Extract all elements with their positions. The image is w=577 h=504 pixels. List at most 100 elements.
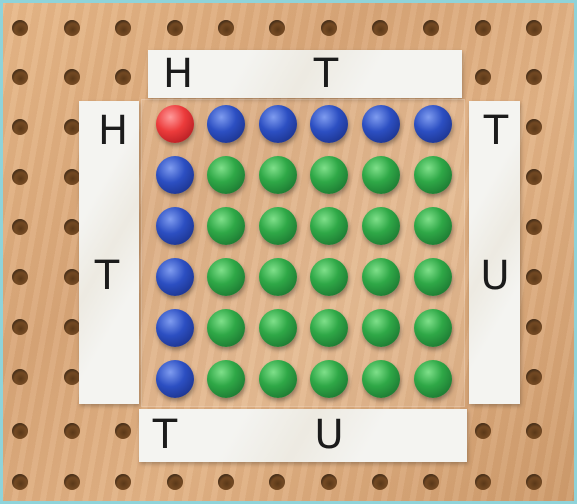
pegboard-hole xyxy=(12,269,28,285)
pegboard-hole xyxy=(12,69,28,85)
top-label-1: H xyxy=(163,54,193,94)
bottom-label-1: T xyxy=(153,415,177,455)
blue-peg[interactable] xyxy=(156,207,194,245)
green-peg[interactable] xyxy=(259,156,297,194)
pegboard-hole xyxy=(526,69,542,85)
pegboard-hole xyxy=(372,474,388,490)
pegboard-hole xyxy=(423,474,439,490)
pegboard-hole xyxy=(115,20,131,36)
green-peg[interactable] xyxy=(414,258,452,296)
green-peg[interactable] xyxy=(362,156,400,194)
top-label-2: T xyxy=(314,54,338,94)
pegboard-hole xyxy=(526,319,542,335)
pegboard-hole xyxy=(12,423,28,439)
green-peg[interactable] xyxy=(310,207,348,245)
green-peg[interactable] xyxy=(259,258,297,296)
left-label-2: T xyxy=(95,256,119,296)
blue-peg[interactable] xyxy=(414,105,452,143)
green-peg[interactable] xyxy=(414,207,452,245)
green-peg[interactable] xyxy=(259,309,297,347)
green-peg[interactable] xyxy=(310,258,348,296)
green-peg[interactable] xyxy=(362,207,400,245)
green-peg[interactable] xyxy=(414,156,452,194)
green-peg[interactable] xyxy=(362,309,400,347)
pegboard-hole xyxy=(321,20,337,36)
blue-peg[interactable] xyxy=(310,105,348,143)
red-peg[interactable] xyxy=(156,105,194,143)
blue-peg[interactable] xyxy=(156,258,194,296)
pegboard-hole xyxy=(12,119,28,135)
blue-peg[interactable] xyxy=(156,360,194,398)
pegboard-hole xyxy=(64,423,80,439)
pegboard-hole xyxy=(372,20,388,36)
green-peg[interactable] xyxy=(207,360,245,398)
green-peg[interactable] xyxy=(259,360,297,398)
pegboard-hole xyxy=(526,423,542,439)
blue-peg[interactable] xyxy=(259,105,297,143)
pegboard-hole xyxy=(12,20,28,36)
green-peg[interactable] xyxy=(414,360,452,398)
pegboard-hole xyxy=(526,269,542,285)
pegboard-hole xyxy=(526,219,542,235)
green-peg[interactable] xyxy=(310,360,348,398)
pegboard-hole xyxy=(115,474,131,490)
pegboard-hole xyxy=(526,474,542,490)
top-label-card: H T xyxy=(148,50,462,98)
pegboard-hole xyxy=(115,423,131,439)
pegboard-hole xyxy=(423,20,439,36)
green-peg[interactable] xyxy=(259,207,297,245)
pegboard-hole xyxy=(64,319,80,335)
right-label-card: T U xyxy=(469,101,520,404)
pegboard-hole xyxy=(12,319,28,335)
pegboard-hole xyxy=(12,169,28,185)
pegboard-hole xyxy=(269,20,285,36)
peg-tray xyxy=(142,100,464,406)
pegboard-hole xyxy=(526,369,542,385)
right-label-1: T xyxy=(484,111,508,151)
pegboard-hole xyxy=(526,119,542,135)
pegboard-hole xyxy=(475,474,491,490)
pegboard-hole xyxy=(167,20,183,36)
blue-peg[interactable] xyxy=(207,105,245,143)
pegboard-hole xyxy=(526,20,542,36)
pegboard-hole xyxy=(269,474,285,490)
pegboard-hole xyxy=(12,369,28,385)
bottom-label-card: T U xyxy=(139,409,467,462)
pegboard-hole xyxy=(115,69,131,85)
green-peg[interactable] xyxy=(207,309,245,347)
pegboard-hole xyxy=(12,474,28,490)
pegboard-hole xyxy=(475,69,491,85)
pegboard-hole xyxy=(12,219,28,235)
blue-peg[interactable] xyxy=(362,105,400,143)
pegboard-hole xyxy=(64,119,80,135)
green-peg[interactable] xyxy=(362,258,400,296)
pegboard-hole xyxy=(64,169,80,185)
green-peg[interactable] xyxy=(310,309,348,347)
pegboard-hole xyxy=(64,269,80,285)
green-peg[interactable] xyxy=(207,207,245,245)
blue-peg[interactable] xyxy=(156,309,194,347)
green-peg[interactable] xyxy=(414,309,452,347)
pegboard-hole xyxy=(64,474,80,490)
pegboard-hole xyxy=(218,20,234,36)
right-label-2: U xyxy=(480,256,509,296)
pegboard-hole xyxy=(64,69,80,85)
pegboard-hole xyxy=(64,20,80,36)
pegboard-hole xyxy=(64,219,80,235)
pegboard-hole xyxy=(321,474,337,490)
left-label-1: H xyxy=(98,111,128,151)
green-peg[interactable] xyxy=(362,360,400,398)
blue-peg[interactable] xyxy=(156,156,194,194)
pegboard-hole xyxy=(64,369,80,385)
pegboard-hole xyxy=(218,474,234,490)
pegboard-hole xyxy=(167,474,183,490)
pegboard-hole xyxy=(526,169,542,185)
green-peg[interactable] xyxy=(207,258,245,296)
bottom-label-2: U xyxy=(314,415,343,455)
pegboard-hole xyxy=(475,423,491,439)
left-label-card: H T xyxy=(79,101,139,404)
green-peg[interactable] xyxy=(310,156,348,194)
pegboard-hole xyxy=(475,20,491,36)
green-peg[interactable] xyxy=(207,156,245,194)
